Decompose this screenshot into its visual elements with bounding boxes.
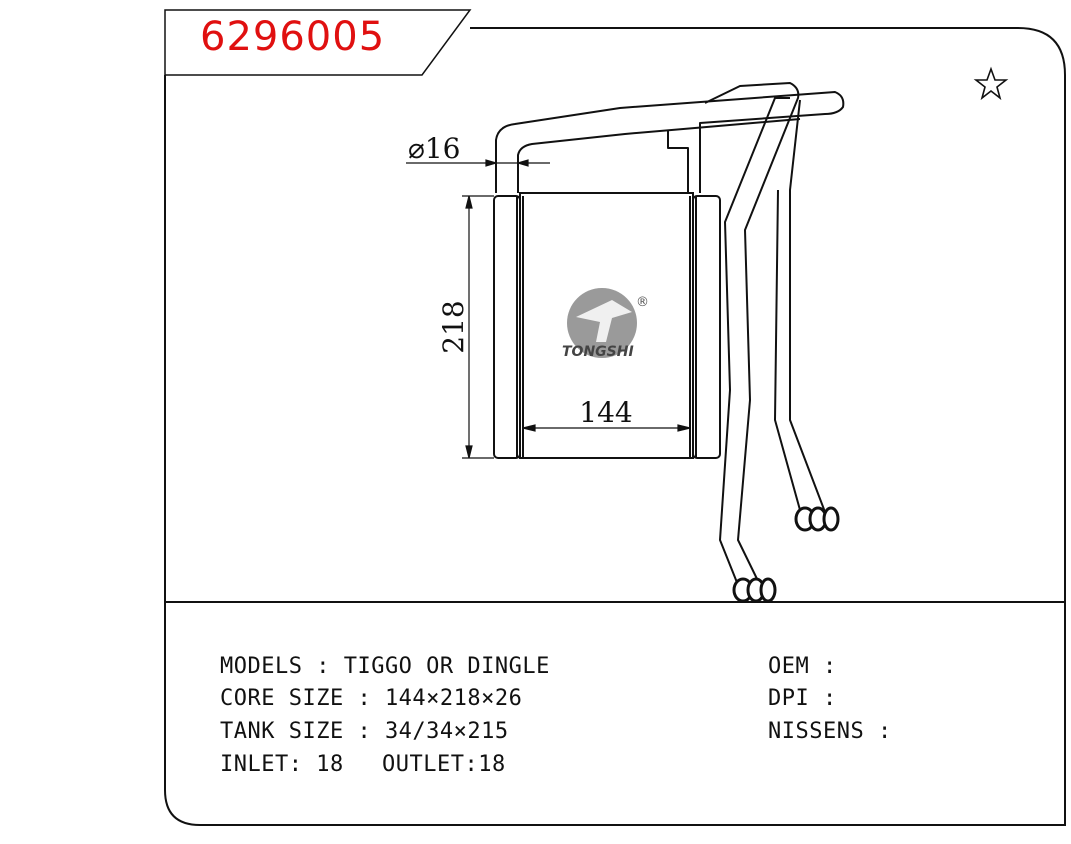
pipe-diameter-label: ⌀16	[408, 132, 461, 165]
brand-logo: TONGSHI ®	[562, 288, 649, 360]
inlet-pipe-inner	[517, 118, 801, 193]
lower-fitting-3	[759, 577, 777, 603]
inlet-pipe-outer	[495, 91, 845, 193]
brand-name: TONGSHI	[562, 344, 634, 360]
pipe-fittings	[732, 506, 840, 603]
sheet-frame	[164, 27, 1066, 826]
heater-core	[493, 192, 721, 459]
core-body	[519, 192, 694, 459]
return-pipe-inner	[789, 99, 826, 513]
upper-fitting-3	[822, 506, 840, 532]
outlet-pipe-upper	[667, 130, 689, 193]
dimension-lines	[406, 159, 691, 459]
part-number: 6296005	[200, 14, 386, 60]
part-number-tab	[164, 9, 472, 76]
outlet-pipe-right	[719, 97, 790, 591]
spec-inlet: INLET: 18	[220, 752, 344, 777]
return-pipe-outer	[774, 189, 801, 511]
spec-nissens: NISSENS :	[768, 719, 892, 744]
spec-core-size: CORE SIZE : 144×218×26	[220, 686, 523, 711]
right-tank	[692, 195, 721, 459]
spec-tank-size: TANK SIZE : 34/34×215	[220, 719, 509, 744]
spec-dpi: DPI :	[768, 686, 837, 711]
outlet-pipe-left	[704, 82, 800, 586]
spec-models: MODELS : TIGGO OR DINGLE	[220, 654, 550, 679]
pipe-assembly	[495, 82, 845, 591]
star-outline-icon[interactable]	[973, 66, 1009, 101]
core-width-label: 144	[579, 396, 632, 429]
spec-outlet: OUTLET:18	[382, 752, 506, 777]
registered-mark: ®	[636, 295, 649, 310]
core-height-label: 218	[437, 300, 470, 353]
spec-oem: OEM :	[768, 654, 837, 679]
